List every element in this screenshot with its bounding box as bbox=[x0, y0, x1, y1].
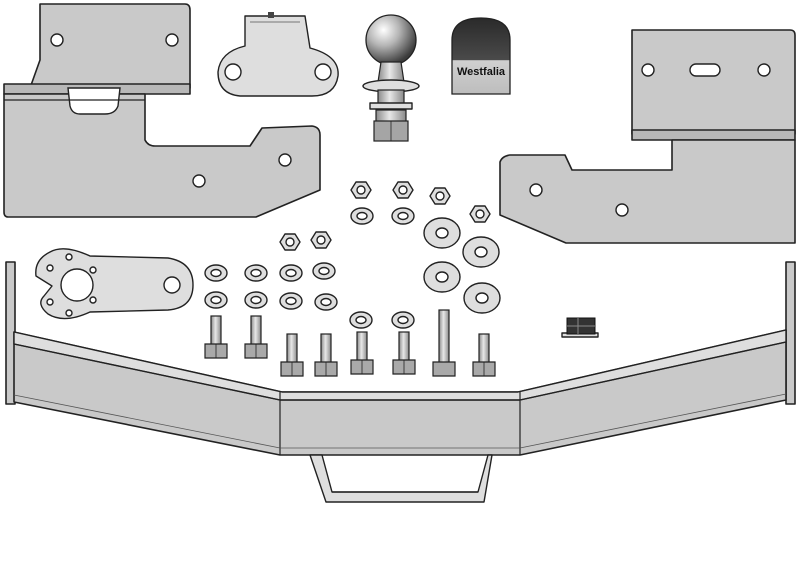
bolt bbox=[204, 315, 228, 359]
bolt bbox=[392, 331, 416, 375]
nut bbox=[469, 205, 491, 223]
washer bbox=[350, 207, 374, 225]
nut bbox=[310, 231, 332, 249]
washer bbox=[391, 311, 415, 329]
large-washer bbox=[423, 217, 461, 249]
bolt bbox=[350, 331, 374, 375]
washer bbox=[279, 264, 303, 282]
washer bbox=[391, 207, 415, 225]
hardware-washers bbox=[204, 207, 501, 329]
washer bbox=[244, 264, 268, 282]
washer bbox=[349, 311, 373, 329]
washer bbox=[314, 293, 338, 311]
bolt bbox=[472, 333, 496, 377]
cap-label: Westfalia bbox=[457, 66, 506, 78]
right-mounting-bracket bbox=[499, 29, 796, 244]
tow-ball bbox=[362, 14, 420, 142]
nut bbox=[392, 181, 414, 199]
washer bbox=[279, 292, 303, 310]
large-washer bbox=[462, 236, 500, 268]
bolt bbox=[244, 315, 268, 359]
spring-washer bbox=[204, 291, 228, 309]
bolt bbox=[314, 333, 338, 377]
tow-ball-cap: Westfalia bbox=[451, 17, 511, 95]
long-bolt bbox=[432, 309, 456, 377]
left-mounting-bracket bbox=[3, 3, 321, 218]
nut bbox=[429, 187, 451, 205]
towbar-crossbeam bbox=[5, 261, 796, 503]
washer bbox=[312, 262, 336, 280]
large-washer bbox=[463, 282, 501, 314]
large-washer bbox=[423, 261, 461, 293]
washer bbox=[244, 291, 268, 309]
connector-block bbox=[561, 317, 599, 338]
nut bbox=[350, 181, 372, 199]
nut bbox=[279, 233, 301, 251]
socket-mounting-plate bbox=[35, 248, 194, 320]
hardware-bolts bbox=[204, 309, 496, 377]
bolt bbox=[280, 333, 304, 377]
washer bbox=[204, 264, 228, 282]
hitch-ball-plate bbox=[217, 12, 339, 97]
